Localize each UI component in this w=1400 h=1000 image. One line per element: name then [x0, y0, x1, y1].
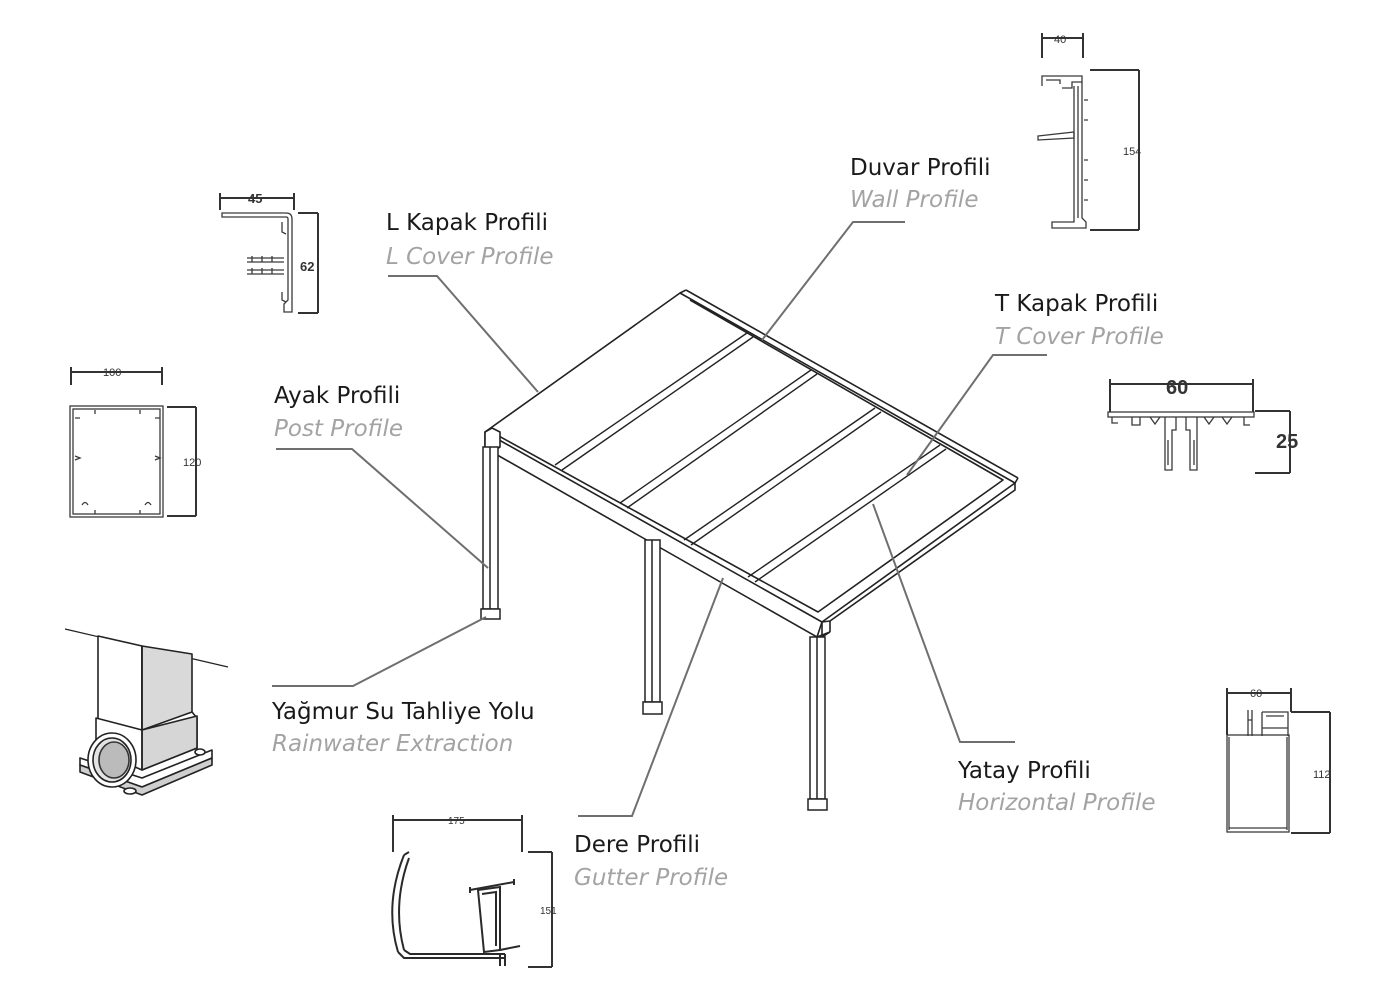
l-cover-profile-detail: 45 62 — [219, 191, 319, 314]
label-t-cover-tr: T Kapak Profili — [994, 291, 1158, 317]
label-l-cover: L Kapak Profili L Cover Profile — [386, 210, 554, 270]
t-cover-height: 25 — [1276, 431, 1298, 453]
label-rainwater-tr: Yağmur Su Tahliye Yolu — [271, 699, 535, 725]
l-cover-height: 62 — [300, 259, 314, 274]
gutter-profile-height: 151 — [540, 906, 557, 917]
leader-wall — [761, 221, 905, 341]
pergola-post-left — [480, 446, 501, 620]
horizontal-profile-height: 112 — [1313, 769, 1331, 781]
label-rainwater-en: Rainwater Extraction — [272, 731, 513, 757]
label-rainwater: Yağmur Su Tahliye Yolu Rainwater Extract… — [271, 699, 535, 757]
label-post-en: Post Profile — [274, 416, 403, 442]
label-wall-tr: Duvar Profili — [850, 155, 991, 181]
wall-profile-width: 40 — [1054, 34, 1066, 46]
label-gutter-en: Gutter Profile — [574, 865, 728, 891]
label-post: Ayak Profili Post Profile — [274, 383, 403, 442]
label-t-cover: T Kapak Profili T Cover Profile — [994, 291, 1164, 350]
label-gutter: Dere Profili Gutter Profile — [574, 832, 728, 891]
pergola-post-middle — [642, 539, 663, 715]
gutter-profile-detail: 175 151 — [391, 815, 557, 968]
l-cover-width: 45 — [248, 191, 262, 206]
label-gutter-tr: Dere Profili — [574, 832, 700, 858]
label-l-cover-en: L Cover Profile — [386, 244, 554, 270]
leader-lines — [272, 221, 1047, 817]
label-post-tr: Ayak Profili — [274, 383, 400, 409]
label-l-cover-tr: L Kapak Profili — [386, 210, 548, 236]
label-wall: Duvar Profili Wall Profile — [850, 155, 991, 213]
label-horizontal-en: Horizontal Profile — [958, 790, 1156, 816]
leader-t-cover — [906, 354, 1047, 476]
pergola-roof — [484, 289, 1019, 638]
leader-gutter — [578, 577, 724, 817]
horizontal-profile-detail: 60 112 — [1226, 688, 1331, 834]
t-cover-profile-detail: 60 25 — [1107, 377, 1298, 474]
gutter-profile-width: 175 — [448, 816, 465, 827]
label-wall-en: Wall Profile — [850, 187, 978, 213]
wall-profile-detail: 40 154 — [1037, 33, 1141, 231]
label-horizontal: Yatay Profili Horizontal Profile — [957, 758, 1156, 816]
label-horizontal-tr: Yatay Profili — [957, 758, 1091, 784]
post-profile-width: 100 — [103, 367, 121, 379]
horizontal-profile-width: 60 — [1250, 688, 1262, 700]
pergola-post-right — [807, 636, 828, 811]
t-cover-width: 60 — [1166, 377, 1188, 399]
wall-profile-height: 154 — [1123, 146, 1141, 158]
post-profile-detail: 100 120 — [69, 367, 201, 518]
leader-l-cover — [388, 275, 539, 393]
pergola-roof-bars — [554, 332, 947, 583]
label-t-cover-en: T Cover Profile — [995, 324, 1164, 350]
leader-post — [276, 448, 489, 569]
pergola-structure — [480, 289, 1019, 811]
leader-horizontal — [872, 503, 1015, 743]
post-profile-height: 120 — [183, 457, 201, 469]
leader-rainwater — [272, 616, 487, 687]
rainwater-extraction-detail — [64, 628, 229, 796]
